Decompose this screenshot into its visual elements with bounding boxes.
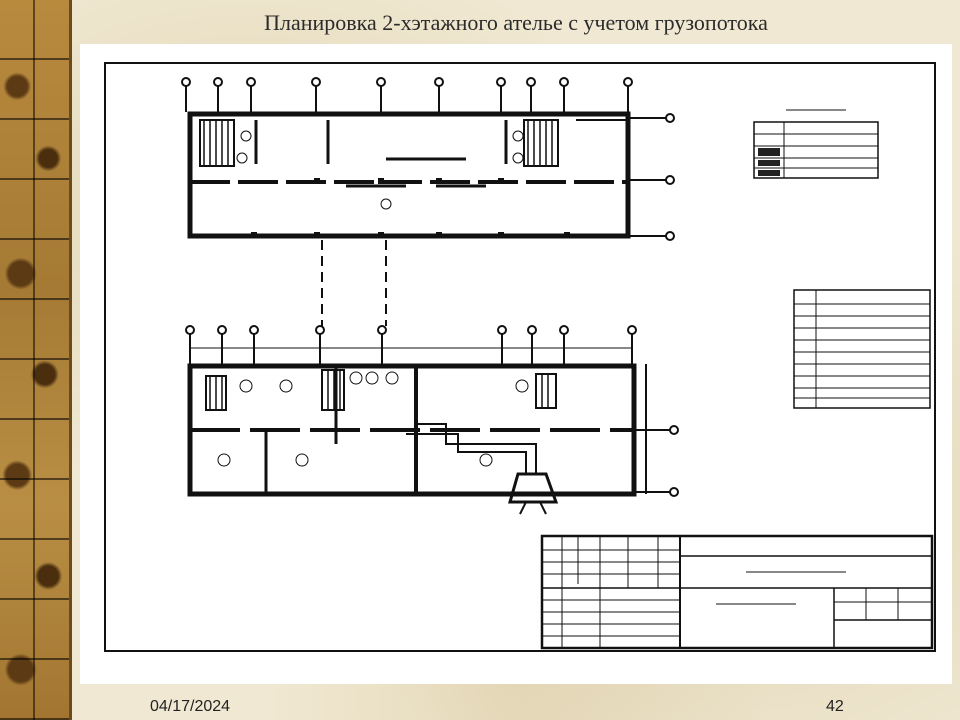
drawing-title-block (540, 534, 934, 650)
legend-table-top (753, 109, 879, 179)
lower-axis-markers (185, 325, 637, 364)
legend-table-rooms (793, 289, 931, 409)
decorative-side-strip (0, 0, 72, 720)
floor-plan-svg (181, 77, 934, 650)
upper-axis-markers (181, 77, 633, 112)
floor-plan-drawing (104, 62, 936, 652)
slide-number: 42 (826, 698, 844, 715)
slide-date: 04/17/2024 (150, 698, 231, 715)
slide-title: Планировка 2-хэтажного ателье с учетом г… (264, 10, 768, 35)
